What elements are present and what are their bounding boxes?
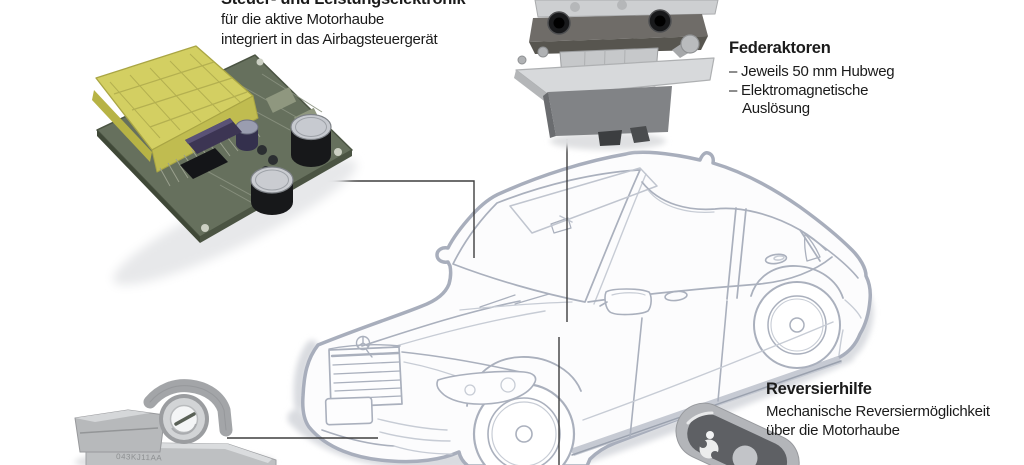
label-federaktoren-bullet1: – Jeweils 50 mm Hubweg bbox=[729, 63, 895, 80]
label-control-electronics-line1: für die aktive Motorhaube bbox=[221, 11, 385, 28]
leader-line-electronics bbox=[320, 180, 475, 258]
label-control-electronics: Steuer- und Leistungselektronik für die … bbox=[221, 0, 466, 49]
label-control-electronics-line2: integriert in das Airbagsteuergerät bbox=[221, 30, 438, 48]
pcb-photo bbox=[92, 45, 357, 285]
sunroof-outline bbox=[509, 167, 658, 234]
sensor-marking-text: 043KJ11AA bbox=[116, 452, 163, 463]
headlight bbox=[436, 370, 537, 405]
side-mirror bbox=[599, 288, 652, 316]
label-federaktoren-bullet2-cont: Auslösung bbox=[742, 100, 810, 117]
label-federaktoren-heading: Federaktoren bbox=[729, 39, 831, 57]
actuator-photo bbox=[514, 0, 719, 150]
windshield bbox=[452, 169, 647, 305]
label-reversierhilfe-line1: Mechanische Reversiermöglichkeit bbox=[766, 403, 990, 420]
label-reversierhilfe: Reversierhilfe Mechanische Reversiermögl… bbox=[766, 380, 990, 440]
mercedes-star bbox=[355, 335, 373, 358]
label-federaktoren-bullet2: – Elektromagnetische bbox=[729, 81, 869, 99]
rear-wheel bbox=[750, 265, 844, 369]
label-reversierhilfe-heading: Reversierhilfe bbox=[766, 380, 872, 398]
leader-lines bbox=[227, 139, 568, 465]
grille bbox=[328, 344, 403, 408]
label-reversierhilfe-line2: über die Motorhaube bbox=[766, 422, 900, 439]
rear-lines bbox=[799, 229, 862, 356]
pcb-capacitors bbox=[180, 113, 332, 215]
sensor-photo: 043KJ11AA bbox=[74, 379, 277, 465]
label-control-electronics-heading: Steuer- und Leistungselektronik bbox=[221, 0, 466, 8]
door-lines bbox=[582, 253, 834, 438]
label-federaktoren: Federaktoren – Jeweils 50 mm Hubweg – El… bbox=[729, 39, 895, 119]
front-wheel bbox=[466, 356, 582, 465]
front-bumper-lines bbox=[321, 396, 453, 455]
